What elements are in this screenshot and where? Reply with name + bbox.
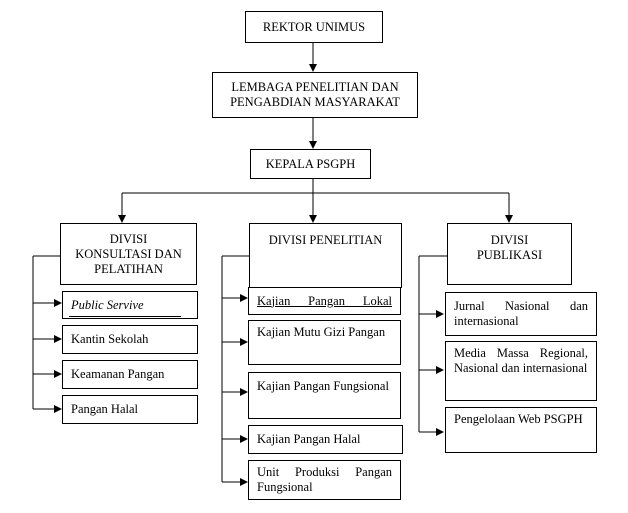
item-kajian-mutu-gizi: Kajian Mutu Gizi Pangan [248,320,401,365]
divisi-konsultasi-title-line2: KONSULTASI DAN [75,247,182,261]
item-kajian-pangan-fungsional-label: Kajian Pangan Fungsional [257,379,389,393]
lembaga-label-line1: LEMBAGA PENELITIAN DAN [231,80,399,94]
item-kajian-pangan-halal-label: Kajian Pangan Halal [257,432,361,446]
divisi-publikasi-title-line1: DIVISI [490,233,529,247]
item-jurnal: Jurnal Nasional dan internasional [445,292,597,336]
item-kajian-pangan-lokal-label: Kajian Pangan Lokal [257,293,392,308]
item-kantin-sekolah-label: Kantin Sekolah [71,332,149,346]
item-public-servive-label: Public Servive [71,297,144,312]
item-pangan-halal-label: Pangan Halal [71,402,138,416]
item-web-psgph: Pengelolaan Web PSGPH [445,407,597,453]
item-keamanan-pangan: Keamanan Pangan [62,360,198,389]
lembaga-box: LEMBAGA PENELITIAN DAN PENGABDIAN MASYAR… [212,72,418,118]
divisi-konsultasi-box: DIVISI KONSULTASI DAN PELATIHAN [60,223,197,285]
item-unit-produksi-label: Unit Produksi Pangan Fungsional [257,465,392,494]
item-pangan-halal: Pangan Halal [62,395,198,424]
divisi-konsultasi-title-line3: PELATIHAN [94,262,163,276]
item-public-servive: Public Servive [62,291,198,319]
item-kajian-mutu-gizi-label: Kajian Mutu Gizi Pangan [257,325,386,339]
item-kajian-pangan-halal: Kajian Pangan Halal [248,425,403,454]
item-media-massa-label: Media Massa Regional, Nasional dan inter… [454,346,588,375]
item-unit-produksi: Unit Produksi Pangan Fungsional [248,460,401,500]
item-keamanan-pangan-label: Keamanan Pangan [71,367,165,381]
item-web-psgph-label: Pengelolaan Web PSGPH [454,412,583,426]
item-jurnal-label: Jurnal Nasional dan internasional [454,299,588,328]
item-kajian-pangan-fungsional: Kajian Pangan Fungsional [248,372,401,419]
divisi-publikasi-title-line2: PUBLIKASI [476,248,543,262]
divisi-penelitian-title: DIVISI PENELITIAN [268,233,383,247]
divisi-publikasi-box: DIVISI PUBLIKASI [447,223,572,285]
lembaga-label-line2: PENGABDIAN MASYARAKAT [230,95,400,109]
item-media-massa: Media Massa Regional, Nasional dan inter… [445,341,597,401]
divisi-konsultasi-title-line1: DIVISI [109,232,148,246]
item-kajian-pangan-lokal: Kajian Pangan Lokal [248,287,401,315]
kepala-box: KEPALA PSGPH [250,149,371,179]
kepala-label: KEPALA PSGPH [265,156,356,171]
item-kantin-sekolah: Kantin Sekolah [62,325,198,354]
rektor-box: REKTOR UNIMUS [245,11,383,43]
divisi-penelitian-box: DIVISI PENELITIAN [249,223,402,288]
underline-decoration [69,316,181,317]
rektor-label: REKTOR UNIMUS [262,19,366,34]
